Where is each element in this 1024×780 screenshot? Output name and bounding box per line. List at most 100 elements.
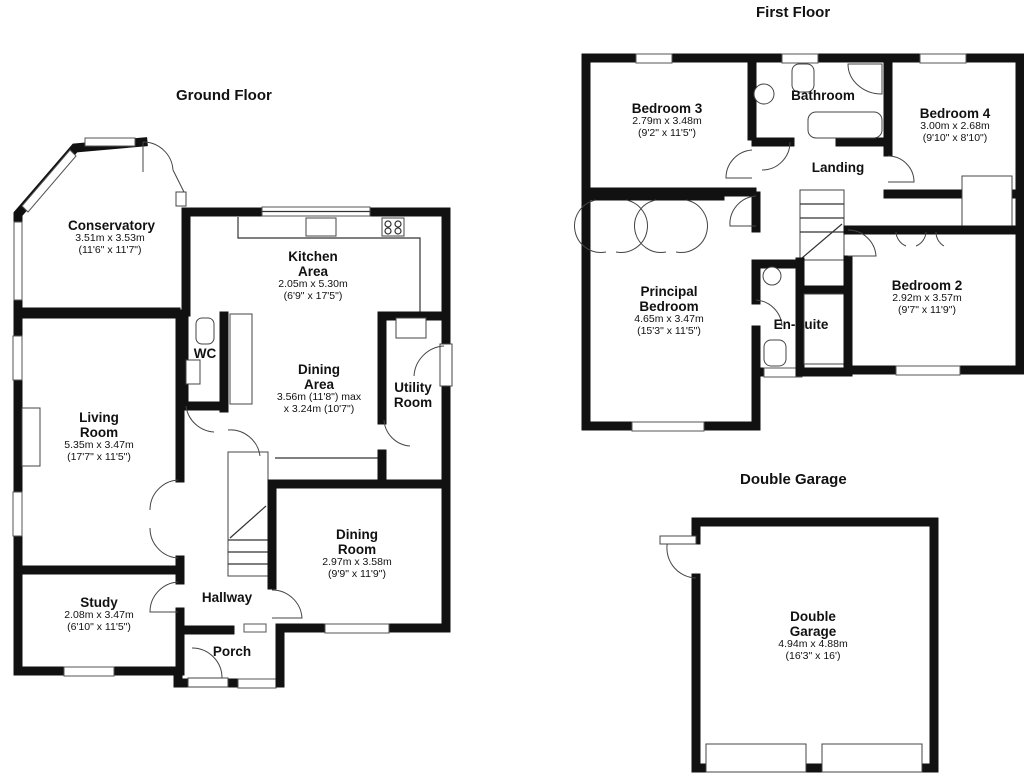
principal-dim-metric: 4.65m x 3.47m (634, 313, 704, 326)
garage-side-door (659, 535, 697, 545)
dining-room-name-2: Room (337, 542, 377, 558)
bathroom-label: Bathroom (784, 88, 862, 103)
study-door-arc (149, 581, 179, 613)
porch-door-arc (191, 647, 223, 679)
hob-ring-4 (394, 227, 402, 235)
conservatory-door-arc (142, 141, 187, 197)
dining-room-dim-imperial: (9'9" x 11'9") (328, 567, 386, 580)
garage-name-2: Garage (789, 624, 837, 640)
utility-back-door (439, 343, 453, 387)
bedroom3-dim-imperial: (9'2" x 11'5") (638, 126, 696, 139)
hallway-label: Hallway (196, 590, 258, 605)
bath-toilet (791, 63, 815, 93)
ensuite-toilet (763, 339, 787, 367)
porch-name: Porch (212, 644, 252, 659)
hob-ring-2 (394, 220, 402, 228)
bedroom4-name: Bedroom 4 (919, 106, 991, 121)
living-room-name-2: Room (79, 425, 119, 441)
wc-toilet (195, 317, 215, 345)
hallway-stairs (227, 451, 269, 577)
conservatory-door-frame (175, 191, 187, 207)
conservatory-window-left (13, 221, 23, 301)
bed4-door-arc (887, 155, 915, 183)
wc-name: WC (193, 346, 217, 361)
conservatory-window-top (84, 137, 136, 147)
living-room-dim-metric: 5.35m x 3.47m (64, 439, 134, 452)
garage-label: Double Garage 4.94m x 4.88m (16'3" x 16'… (766, 609, 860, 663)
kitchen-sink (305, 217, 337, 237)
study-window-bottom (63, 666, 115, 677)
ensuite-label: En-Suite (766, 317, 836, 332)
bedroom2-name: Bedroom 2 (891, 278, 963, 293)
utility-sink (395, 317, 427, 339)
bedroom4-dim-metric: 3.00m x 2.68m (920, 120, 990, 133)
ensuite-name: En-Suite (773, 317, 829, 332)
bathroom-name: Bathroom (791, 88, 855, 103)
bed3-window (635, 53, 673, 64)
kitchen-dim-metric: 2.05m x 5.30m (278, 278, 348, 291)
ensuite-shower (803, 293, 845, 365)
hallway-door-arc-top (227, 429, 261, 457)
ground-floor-plan (12, 137, 453, 689)
landing-stair-diagonal (801, 223, 843, 259)
hob-ring-3 (384, 227, 392, 235)
bath-basin (753, 83, 775, 105)
garage-name-1: Double (790, 609, 836, 624)
ground-floor-title: Ground Floor (176, 87, 272, 104)
kitchen-dim-imperial: (6'9" x 17'5") (283, 289, 343, 302)
dining-area-label: Dining Area 3.56m (11'8") max x 3.24m (1… (262, 362, 376, 416)
bath-tub (807, 111, 883, 139)
dining-area-dim-1: 3.56m (11'8") max (276, 391, 362, 404)
kitchen-name-2: Area (297, 264, 329, 280)
kitchen-worktop (237, 217, 421, 312)
bath-shower (847, 63, 883, 95)
garage-title: Double Garage (740, 471, 847, 488)
utility-name-2: Room (393, 395, 433, 411)
study-dim-metric: 2.08m x 3.47m (64, 609, 134, 622)
principal-name-1: Principal (640, 284, 698, 299)
bed2-wardrobe-arcs (895, 231, 945, 247)
living-window-left-1 (12, 335, 23, 381)
living-room-dim-imperial: (17'7" x 11'5") (67, 450, 131, 463)
utility-label: Utility Room (386, 380, 440, 410)
porch-window-bottom (237, 678, 277, 689)
conservatory-dim-metric: 3.51m x 3.53m (75, 232, 145, 245)
living-fireplace (21, 407, 41, 467)
hob-ring-1 (384, 220, 392, 228)
bedroom4-dim-imperial: (9'10" x 8'10") (922, 131, 988, 144)
wc-walls (179, 311, 225, 411)
living-room-name-1: Living (79, 410, 119, 425)
hallway-name: Hallway (201, 590, 253, 605)
garage-dim-metric: 4.94m x 4.88m (778, 638, 848, 651)
conservatory-dim-imperial: (11'6" x 11'7") (78, 243, 142, 256)
garage-dim-imperial: (16'3" x 16') (785, 649, 841, 662)
living-window-left-2 (12, 491, 23, 537)
bath-door-arc (761, 141, 791, 171)
bedroom2-dim-imperial: (9'7" x 11'9") (898, 303, 956, 316)
first-floor-title: First Floor (756, 4, 831, 21)
bed3-door-arc (725, 149, 753, 179)
dining-room-name-1: Dining (336, 527, 378, 542)
bedroom3-dim-metric: 2.79m x 3.48m (632, 115, 702, 128)
porch-label: Porch (204, 644, 260, 659)
study-dim-imperial: (6'10" x 11'5") (67, 620, 131, 633)
study-name: Study (80, 595, 118, 610)
kitchen-peninsula (229, 313, 253, 405)
principal-bedroom-label: Principal Bedroom 4.65m x 3.47m (15'3" x… (622, 284, 716, 338)
bedroom4-label: Bedroom 4 3.00m x 2.68m (9'10" x 8'10") (908, 106, 1002, 145)
ensuite-door-arc (755, 299, 783, 327)
garage-side-door-arc (666, 539, 697, 579)
garage-walls (691, 517, 939, 773)
garage-door-left (705, 743, 807, 773)
conservatory-name: Conservatory (68, 218, 156, 233)
kitchen-label: Kitchen Area 2.05m x 5.30m (6'9" x 17'5"… (266, 249, 360, 303)
bed2-window (895, 365, 961, 376)
kitchen-name-1: Kitchen (288, 249, 338, 264)
principal-name-2: Bedroom (639, 299, 699, 315)
dining-room-window-bottom (324, 623, 390, 634)
living-room-label: Living Room 5.35m x 3.47m (17'7" x 11'5"… (52, 410, 146, 464)
principal-wardrobe-arcs (574, 199, 708, 253)
wc-basin (185, 359, 201, 385)
dining-room-dim-metric: 2.97m x 3.58m (322, 556, 392, 569)
